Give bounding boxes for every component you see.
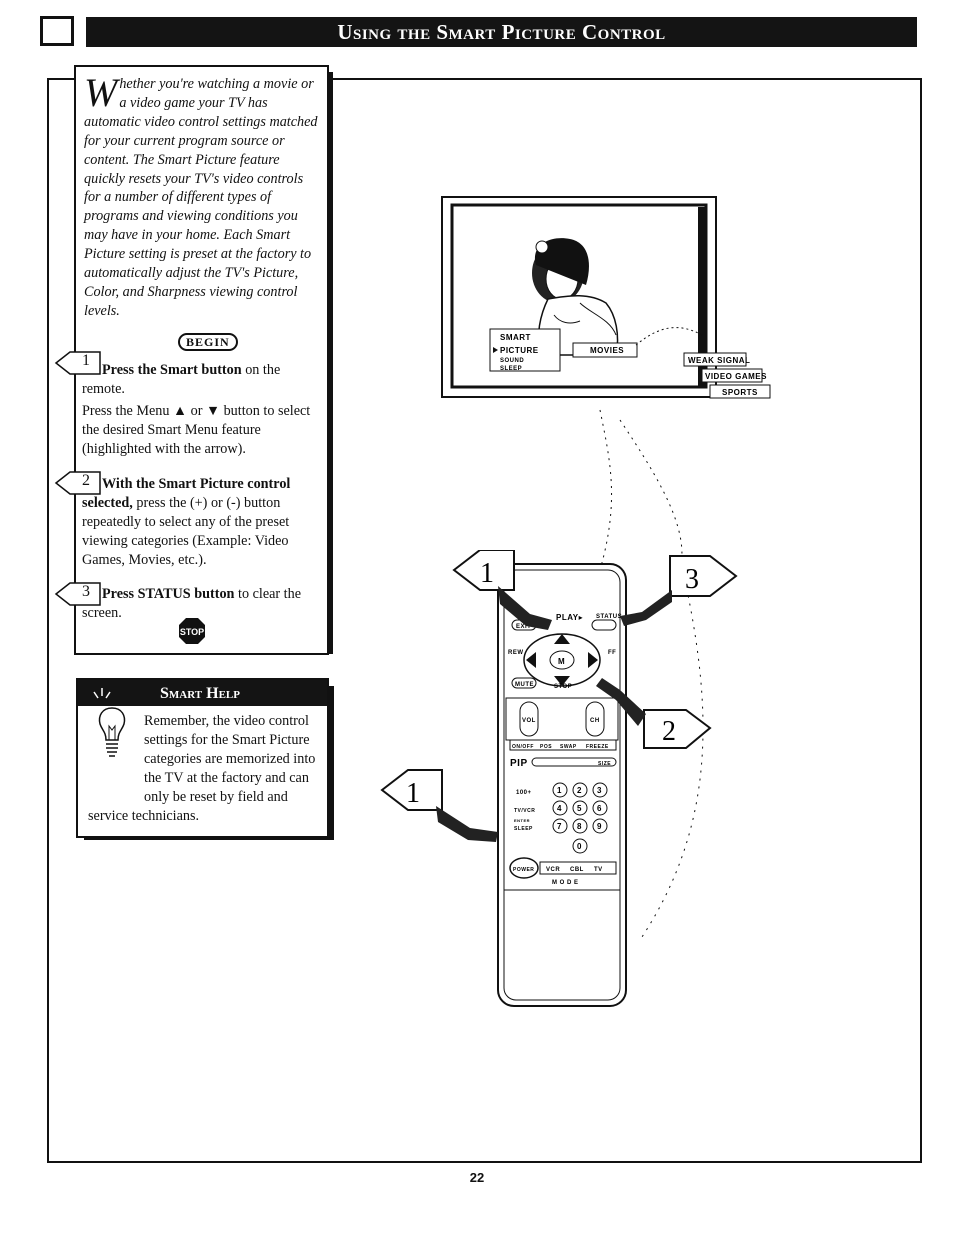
smart-help-body: Remember, the video control settings for…: [88, 713, 316, 824]
remote-label-play: PLAY▸: [556, 613, 583, 622]
remote-label-rew: REW: [508, 650, 524, 656]
marker-3-number: 3: [685, 564, 699, 595]
remote-label-freeze: FREEZE: [586, 744, 609, 750]
intro-text: hether you're watching a movie or a vide…: [84, 76, 318, 319]
light-bulb-icon: [98, 707, 126, 757]
digit-4: 4: [557, 804, 562, 813]
step-1-number: 1: [82, 352, 90, 369]
digit-3: 3: [597, 786, 602, 795]
remote-label-mute: MUTE: [515, 682, 534, 688]
digit-6: 6: [597, 804, 602, 813]
marker-1-top-icon: 1: [452, 550, 552, 630]
remote-label-100: 100+: [516, 790, 532, 796]
remote-label-m: M: [558, 657, 565, 666]
panel-shadow: [327, 72, 333, 654]
tv-menu-item-sleep: SLEEP: [500, 366, 522, 372]
marker-1-top-number: 1: [480, 558, 494, 589]
tv-menu-item-smart: SMART: [500, 333, 531, 342]
step-1-text: Press the Smart button on the remote.: [82, 361, 318, 399]
remote-label-sleep: SLEEP: [514, 826, 533, 832]
remote-label-ch: CH: [590, 718, 600, 724]
step-3-text: Press STATUS button to clear the screen.: [82, 585, 318, 623]
bulb-spacer: [88, 712, 144, 788]
step-3-number: 3: [82, 583, 90, 600]
remote-label-size: SIZE: [598, 761, 611, 767]
remote-number-pad: 1 2 3 4 5 6 7 8 9 0: [552, 782, 608, 854]
digit-7: 7: [557, 822, 562, 831]
step-2-arrow-icon: [54, 471, 101, 495]
main-frame: [47, 78, 922, 1163]
stop-sign-icon: STOP: [179, 618, 205, 644]
remote-label-stop: STOP: [554, 684, 572, 690]
remote-label-vcr: VCR: [546, 867, 560, 873]
remote-control-illustration: PLAY▸ STATUS EXIT M REW FF MUTE STOP VOL…: [380, 550, 738, 1007]
step-3-rest: to clear the screen.: [82, 586, 302, 621]
header-square-icon: [40, 16, 74, 46]
woman-figure-icon: [532, 238, 619, 356]
digit-8: 8: [577, 822, 582, 831]
smart-help-box: Smart Help Remember, the video control s…: [76, 678, 329, 838]
remote-label-tv: TV: [594, 867, 603, 873]
page-number: 22: [469, 1170, 485, 1185]
marker-1-bottom-icon: 1: [380, 769, 498, 842]
tv-option-sports: SPORTS: [722, 388, 758, 397]
digit-9: 9: [597, 822, 602, 831]
header-bar: Using the Smart Picture Control: [86, 17, 917, 47]
step-2-bold: With the Smart Picture control selected,: [82, 476, 291, 511]
remote-label-enter: ENTER: [514, 818, 530, 823]
marker-3-icon: 3: [620, 555, 738, 626]
step-2-text: With the Smart Picture control selected,…: [82, 475, 318, 570]
drop-cap: W: [84, 70, 118, 115]
tv-option-movies: MOVIES: [590, 346, 624, 355]
tv-option-video-games: VIDEO GAMES: [705, 372, 767, 381]
remote-label-cbl: CBL: [570, 867, 584, 873]
step-1-rest: on the remote.: [82, 362, 281, 397]
begin-badge: BEGIN: [178, 333, 238, 351]
tv-menu-item-sound: SOUND: [500, 358, 524, 364]
remote-label-tvvcr: TV/VCR: [514, 808, 535, 814]
remote-label-status: STATUS: [596, 614, 622, 620]
remote-label-swap: SWAP: [560, 744, 577, 750]
step-1-bold: Press the Smart button: [102, 362, 242, 378]
tv-option-weak-signal: WEAK SIGNAL: [688, 356, 750, 365]
step-3-bold: Press STATUS button: [102, 586, 235, 602]
step-3-arrow-icon: [54, 582, 101, 606]
stop-label: STOP: [180, 627, 204, 637]
digit-1: 1: [557, 786, 562, 795]
remote-label-mode: M O D E: [552, 880, 579, 886]
signal-lines: [599, 409, 704, 941]
digit-0: 0: [577, 842, 582, 851]
smart-help-text: Remember, the video control settings for…: [88, 712, 320, 825]
rays-icon: [93, 688, 111, 699]
page-title: Using the Smart Picture Control: [337, 20, 666, 44]
help-shadow: [328, 686, 334, 840]
remote-label-ff: FF: [608, 650, 616, 656]
step-1-arrow-icon: [54, 351, 101, 375]
remote-label-vol: VOL: [522, 718, 536, 724]
tv-menu-item-picture: PICTURE: [500, 346, 539, 355]
tv-screen-illustration: SMART PICTURE SOUND SLEEP MOVIES WEAK SI…: [441, 196, 771, 399]
remote-label-exit: EXIT: [516, 624, 531, 630]
remote-label-pip: PIP: [510, 758, 528, 769]
digit-2: 2: [577, 786, 582, 795]
marker-1-bottom-number: 1: [406, 778, 420, 809]
step-2-rest: press the (+) or (-) button repeatedly t…: [82, 494, 290, 568]
remote-label-power: POWER: [513, 867, 534, 873]
remote-label-pos: POS: [540, 744, 552, 750]
remote-label-onoff: ON/OFF: [512, 744, 534, 750]
step-2-number: 2: [82, 472, 90, 489]
marker-2-number: 2: [662, 716, 676, 747]
digit-5: 5: [577, 804, 582, 813]
marker-2-icon: 2: [596, 678, 712, 749]
smart-help-header: Smart Help: [78, 680, 327, 706]
step-1-extra: Press the Menu ▲ or ▼ button to select t…: [82, 403, 311, 457]
smart-help-title: Smart Help: [160, 685, 240, 702]
